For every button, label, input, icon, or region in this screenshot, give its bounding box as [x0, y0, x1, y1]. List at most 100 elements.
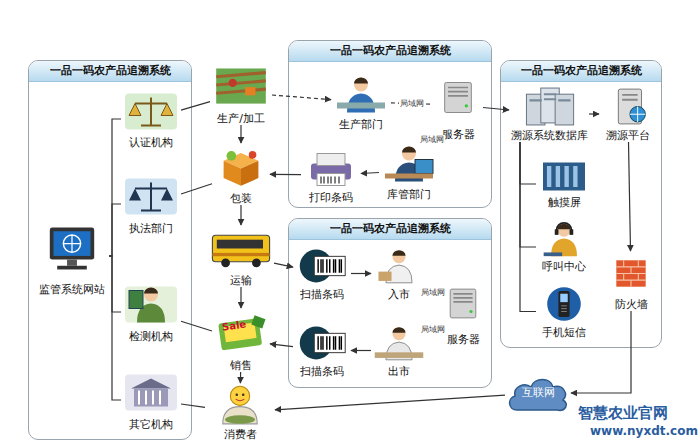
node-label: 监管系统网站: [25, 283, 119, 296]
panel-title-band: 一品一码农产品追溯系统: [289, 41, 491, 62]
node-label: 防火墙: [599, 298, 663, 311]
icon-node: 库管部门: [379, 141, 439, 201]
icon-node: 扫描条码: [293, 323, 351, 378]
flow-connector: [483, 108, 509, 111]
node-label: 溯源平台: [589, 129, 667, 142]
worker-icon: [331, 73, 391, 116]
lan-link: [272, 95, 331, 100]
node-label: 检测机构: [111, 330, 191, 343]
node-label: 销售: [202, 359, 280, 372]
icon-node: 服务器: [439, 276, 487, 346]
flow-connector: [181, 102, 210, 111]
node-icon: [371, 246, 427, 286]
edge-label: 局域网: [420, 288, 446, 298]
bus-icon: [208, 225, 274, 272]
node-icon: [208, 225, 274, 272]
icon-node: 包装: [212, 143, 270, 205]
panel-title-band: 一品一码农产品追溯系统: [29, 61, 191, 82]
icon-node: 运输: [208, 225, 274, 287]
edge-label: 局域网: [399, 99, 425, 109]
icon-node: 入市: [371, 246, 427, 301]
flow-connector: [109, 204, 121, 256]
flow-connector: [240, 205, 241, 225]
icon-node: 检测机构: [121, 281, 181, 343]
flow-connector: [109, 256, 121, 400]
panel-title-band: 一品一码农产品追溯系统: [289, 219, 491, 240]
icon-node: 其它机构: [121, 369, 181, 431]
node-label: 互联网: [505, 386, 571, 400]
node-icon: [536, 159, 592, 194]
node-icon: [121, 173, 181, 220]
watermark: 智慧农业官网: [578, 404, 668, 423]
node-icon: [599, 86, 657, 127]
consumer-icon: [205, 383, 275, 426]
panel-title: 一品一码农产品追溯系统: [501, 61, 661, 81]
node-icon: [379, 141, 439, 186]
node-icon: [212, 143, 270, 190]
node-icon: [301, 146, 361, 189]
clerk2-icon: [371, 246, 427, 286]
icon-node: 触摸屏: [536, 159, 592, 209]
node-label: 触摸屏: [526, 196, 602, 209]
node-label: 包装: [202, 192, 280, 205]
node-label: 呼叫中心: [526, 260, 602, 273]
flow-connector: [275, 395, 505, 410]
node-icon: [212, 308, 270, 357]
node-label: 生产/加工: [200, 112, 282, 125]
node-label: 溯源系统数据库: [499, 129, 599, 142]
scales2-icon: [121, 173, 181, 220]
edge-label: 局域网: [420, 325, 446, 335]
flow-connector: [181, 184, 212, 194]
flow-connector: [109, 256, 121, 312]
flow-connector: [571, 311, 631, 393]
node-label: 认证机构: [111, 136, 191, 149]
system-panel: 一品一码农产品追溯系统溯源系统数据库溯源平台触摸屏呼叫中心手机短信防火墙: [500, 60, 662, 348]
icon-node: 服务器: [433, 69, 483, 141]
icon-node: 溯源系统数据库: [509, 86, 589, 142]
clerk-icon: [379, 141, 439, 186]
flow-connector: [270, 344, 293, 347]
node-icon: [210, 60, 272, 110]
flow-connector: [270, 174, 301, 176]
node-icon: [433, 69, 483, 126]
flow-connector: [629, 142, 631, 251]
icon-node: 防火墙: [609, 251, 653, 311]
package-icon: [212, 143, 270, 190]
field-icon: [210, 60, 272, 110]
watermark: www.nyxdt.com: [590, 424, 698, 438]
panel-title-band: 一品一码农产品追溯系统: [501, 61, 661, 82]
node-label: 执法部门: [111, 222, 191, 235]
node-icon: [609, 251, 653, 296]
sale-icon: [212, 308, 270, 357]
flow-connector: [589, 113, 599, 114]
icon-node: 认证机构: [121, 89, 181, 149]
flow-connector: [351, 350, 371, 351]
node-label: 扫描条码: [283, 365, 361, 378]
node-label: 运输: [198, 274, 284, 287]
node-label: 其它机构: [111, 418, 191, 431]
barcode-icon: [293, 323, 351, 363]
flow-connector: [181, 321, 212, 331]
icon-node: 生产部门: [331, 73, 391, 131]
clerk3-icon: [371, 323, 427, 363]
server-icon: [439, 276, 487, 331]
node-icon: [331, 73, 391, 116]
flow-connector: [109, 119, 121, 256]
node-icon: [293, 246, 351, 286]
node-label: 扫描条码: [283, 288, 361, 301]
node-label: 打印条码: [291, 191, 371, 204]
icon-node: 扫描条码: [293, 246, 351, 301]
node-label: 出市: [361, 365, 437, 378]
node-label: 消费者: [195, 428, 285, 441]
icon-node: 呼叫中心: [536, 221, 592, 273]
node-icon: [121, 369, 181, 416]
node-icon: [293, 323, 351, 363]
flow-connector: [520, 142, 536, 184]
flow-connector: [520, 142, 536, 247]
flow-connector: [240, 372, 241, 383]
node-label: 手机短信: [526, 326, 602, 339]
inspector-icon: [121, 281, 181, 328]
icon-node: 消费者: [205, 383, 275, 441]
phone-icon: [536, 284, 592, 324]
